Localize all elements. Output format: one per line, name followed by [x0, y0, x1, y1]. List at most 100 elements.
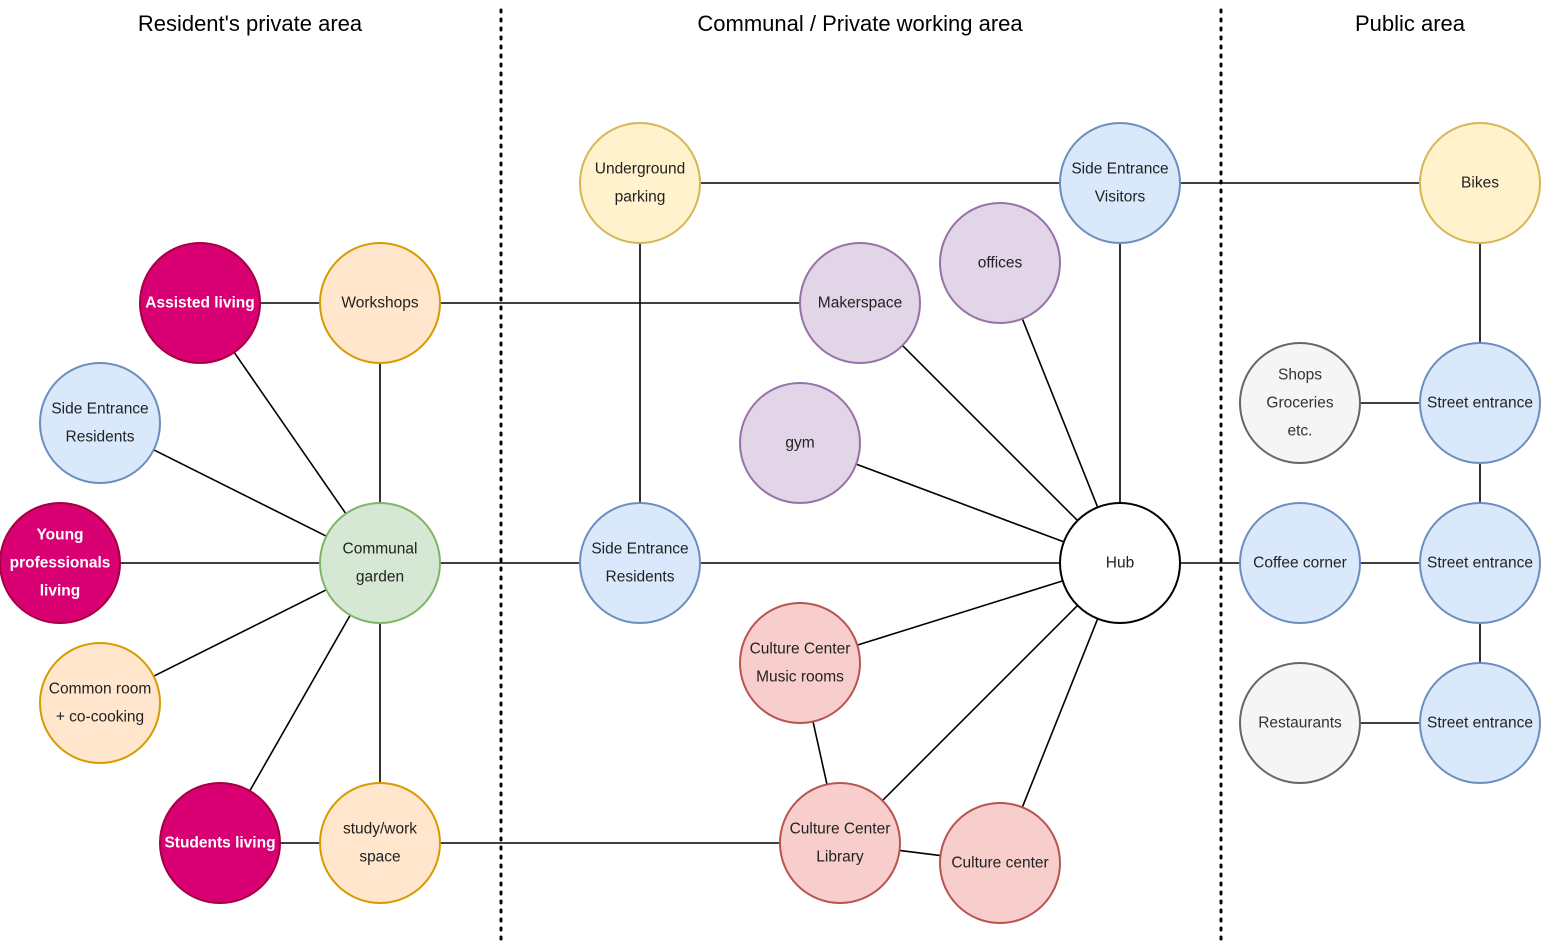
node-makerspace: Makerspace: [799, 242, 921, 364]
node-circle-young: [0, 502, 121, 624]
node-label-bikes: Bikes: [1461, 175, 1499, 192]
node-culture: Culture center: [939, 802, 1061, 924]
node-label-street1: Street entrance: [1427, 395, 1533, 412]
node-label-street2: Street entrance: [1427, 555, 1533, 572]
zone-title-public: Public area: [1355, 11, 1466, 36]
node-label-music: Culture Center: [750, 641, 851, 658]
node-label-restaurants: Restaurants: [1258, 715, 1342, 732]
node-label-side-res-left: Side Entrance: [51, 401, 148, 418]
node-label-study: space: [359, 849, 400, 866]
node-circle-side-res-mid: [579, 502, 701, 624]
node-label-culture: Culture center: [951, 855, 1048, 872]
node-label-underground: Underground: [595, 161, 685, 178]
node-circle-communal-garden: [319, 502, 441, 624]
edge-gym-hub: [855, 463, 1065, 543]
node-street3: Street entrance: [1419, 662, 1541, 784]
node-label-music: Music rooms: [756, 669, 844, 686]
node-label-shops: Shops: [1278, 367, 1322, 384]
node-label-workshops: Workshops: [341, 295, 418, 312]
node-label-coffee: Coffee corner: [1253, 555, 1347, 572]
node-label-library: Culture Center: [790, 821, 891, 838]
node-study: study/work space: [319, 782, 441, 904]
node-circle-side-visitors: [1059, 122, 1181, 244]
edge-hub-culture: [1021, 618, 1099, 808]
node-communal-garden: Communal garden: [319, 502, 441, 624]
node-circle-coffee: [1239, 502, 1361, 624]
node-label-street3: Street entrance: [1427, 715, 1533, 732]
node-label-communal-garden: Communal: [343, 541, 418, 558]
node-circle-workshops: [319, 242, 441, 364]
node-label-common-room: + co-cooking: [56, 709, 144, 726]
node-label-side-res-mid: Side Entrance: [591, 541, 688, 558]
node-offices: offices: [939, 202, 1061, 324]
node-label-side-res-left: Residents: [66, 429, 135, 446]
node-label-young: living: [40, 583, 80, 600]
node-label-gym: gym: [785, 435, 814, 452]
node-street1: Street entrance: [1419, 342, 1541, 464]
node-underground: Underground parking: [579, 122, 701, 244]
node-label-young: professionals: [10, 555, 111, 572]
node-circle-bikes: [1419, 122, 1541, 244]
node-circle-gym: [739, 382, 861, 504]
edge-assisted-communal-garden: [233, 351, 347, 515]
edges-layer: [120, 182, 1481, 857]
node-young: Young professionals living: [0, 502, 121, 624]
node-circle-offices: [939, 202, 1061, 324]
node-label-young: Young: [36, 527, 83, 544]
node-label-offices: offices: [978, 255, 1023, 272]
node-circle-restaurants: [1239, 662, 1361, 784]
node-label-side-visitors: Side Entrance: [1071, 161, 1168, 178]
node-label-hub: Hub: [1106, 555, 1134, 572]
node-bikes: Bikes: [1419, 122, 1541, 244]
edge-common-room-communal-garden: [153, 589, 327, 677]
node-street2: Street entrance: [1419, 502, 1541, 624]
node-circle-underground: [579, 122, 701, 244]
node-label-assisted: Assisted living: [145, 295, 254, 312]
node-circle-common-room: [39, 642, 161, 764]
node-circle-shops: [1239, 342, 1361, 464]
node-label-study: study/work: [343, 821, 417, 838]
node-circle-study: [319, 782, 441, 904]
node-workshops: Workshops: [319, 242, 441, 364]
node-label-shops: etc.: [1288, 423, 1313, 440]
zone-title-private: Resident's private area: [138, 11, 363, 36]
node-circle-street2: [1419, 502, 1541, 624]
node-label-underground: parking: [615, 189, 666, 206]
edge-library-culture: [899, 849, 941, 857]
edge-side-res-left-communal-garden: [153, 449, 327, 537]
edge-music-library: [812, 721, 828, 785]
node-circle-assisted: [139, 242, 261, 364]
node-restaurants: Restaurants: [1239, 662, 1361, 784]
node-circle-students: [159, 782, 281, 904]
node-circle-music: [739, 602, 861, 724]
node-coffee: Coffee corner: [1239, 502, 1361, 624]
edge-students-communal-garden: [249, 614, 351, 792]
node-circle-makerspace: [799, 242, 921, 364]
node-label-communal-garden: garden: [356, 569, 404, 586]
node-label-students: Students living: [164, 835, 275, 852]
node-label-makerspace: Makerspace: [818, 295, 902, 312]
node-assisted: Assisted living: [139, 242, 261, 364]
node-label-common-room: Common room: [49, 681, 152, 698]
node-circle-culture: [939, 802, 1061, 924]
edge-offices-hub: [1021, 318, 1099, 508]
node-students: Students living: [159, 782, 281, 904]
node-hub: Hub: [1059, 502, 1181, 624]
edge-hub-library: [881, 604, 1079, 802]
edge-makerspace-hub: [901, 344, 1079, 522]
node-label-side-res-mid: Residents: [606, 569, 675, 586]
node-circle-street1: [1419, 342, 1541, 464]
node-circle-side-res-left: [39, 362, 161, 484]
node-circle-hub: [1059, 502, 1181, 624]
zone-title-communal: Communal / Private working area: [697, 11, 1023, 36]
node-circle-library: [779, 782, 901, 904]
node-circle-street3: [1419, 662, 1541, 784]
